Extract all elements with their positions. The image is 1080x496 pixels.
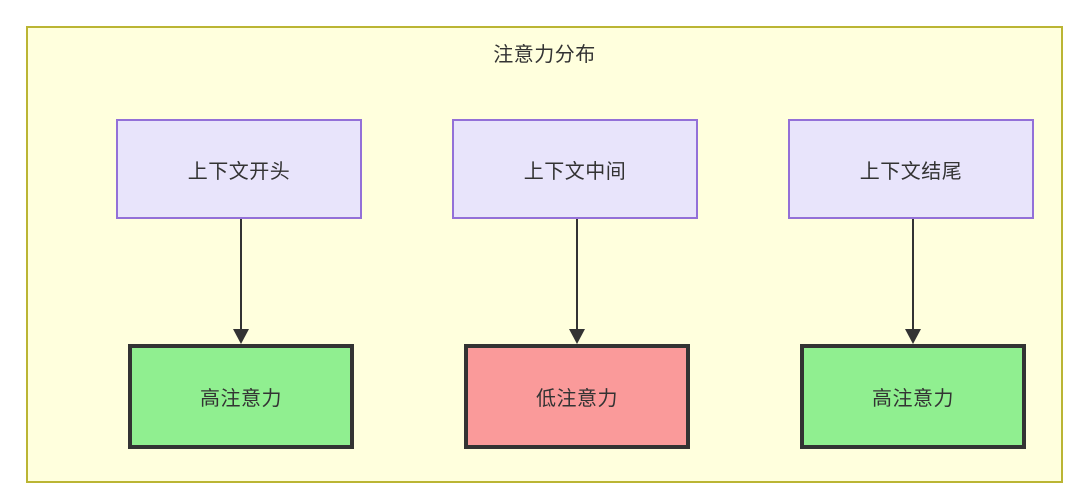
context-node-middle[interactable]: 上下文中间 <box>452 119 698 219</box>
context-node-start[interactable]: 上下文开头 <box>116 119 362 219</box>
attention-node-end-high[interactable]: 高注意力 <box>800 344 1026 449</box>
attention-distribution-container: 注意力分布 上下文开头 上下文中间 上下文结尾 高注意力 低注意力 高注意力 <box>26 26 1063 483</box>
attention-node-start-high[interactable]: 高注意力 <box>128 344 354 449</box>
attention-node-middle-low[interactable]: 低注意力 <box>464 344 690 449</box>
diagram-title: 注意力分布 <box>493 44 596 66</box>
context-node-end[interactable]: 上下文结尾 <box>788 119 1034 219</box>
arrow-middle-to-low <box>569 219 585 344</box>
arrow-start-to-high <box>233 219 249 344</box>
arrow-end-to-high <box>905 219 921 344</box>
